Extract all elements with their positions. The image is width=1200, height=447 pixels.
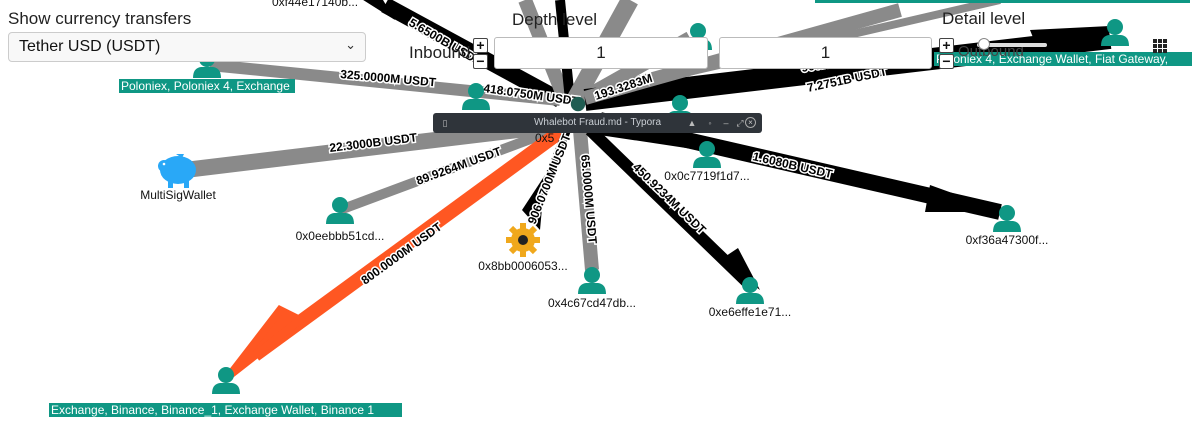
node-label: 0x0eebbb51cd... [296,229,385,243]
slider-handle[interactable] [978,38,990,50]
piggy-bank-icon[interactable] [158,154,196,188]
detail-label: Detail level [942,9,1026,28]
node-center[interactable] [570,96,586,112]
inbound-label: Inbound [409,43,471,62]
pin-icon[interactable]: ◦ [708,118,712,128]
grid-icon[interactable] [1153,39,1167,53]
edge-poloniex2[interactable] [583,27,1112,111]
inbound-decrement-button[interactable]: − [473,54,488,69]
edge-label: 1.6080B USDT [751,149,834,181]
currency-label: Show currency transfers [8,9,192,28]
node-label: 0x0c7719f1d7... [664,169,749,183]
edge-arrow-poloniex2 [1030,26,1110,55]
outbound-label: Outbound [958,43,1024,60]
up-icon[interactable]: ▲ [687,118,697,128]
node-label: 0x5 [535,131,555,145]
node-label: 0x8bb0006053... [478,259,567,273]
detail-level-slider[interactable] [977,38,1047,50]
currency-select[interactable]: Tether USD (USDT) ⌄ [8,32,366,62]
typora-titlebar[interactable]: ▯ Whalebot Fraud.md - Typora ▲ ◦ – ⤢ × [433,113,762,133]
outbound-depth-input[interactable]: 1 [719,37,932,69]
edge-arrow-nf44 [363,0,395,20]
edge-n4c6[interactable] [573,129,599,271]
close-icon[interactable]: × [745,117,756,128]
tag-label-binance: Exchange, Binance, Binance_1, Exchange W… [51,403,374,417]
inbound-depth-input[interactable]: 1 [494,37,708,69]
node-label: MultiSigWallet [140,188,216,202]
edge-arrow-binance [226,304,308,379]
tag-label-poloniex2: Poloniex 4, Exchange Wallet, Fiat Gatewa… [936,52,1168,66]
app-icon: ▯ [442,118,448,128]
chevron-down-icon: ⌄ [345,37,356,52]
node-label: 0xe6effe1e71... [709,305,792,319]
currency-select-value: Tether USD (USDT) [19,38,161,55]
inbound-increment-button[interactable]: + [473,38,488,53]
depth-label: Depth level [512,10,598,29]
node-label: 0xf36a47300f... [966,233,1049,247]
edge-nf44[interactable] [381,0,564,108]
maximize-icon[interactable]: ⤢ [736,118,744,128]
node-n4c6[interactable] [578,267,606,294]
gear-icon[interactable] [506,223,540,257]
window-title: Whalebot Fraud.md - Typora [533,117,662,128]
outbound-decrement-button[interactable]: − [939,54,954,69]
edge-n0eeb[interactable] [338,123,562,215]
edge-arrow-nf36 [925,185,1005,212]
edge-arrow-n8bb [522,175,545,230]
outbound-increment-button[interactable]: + [939,38,954,53]
minimize-icon[interactable]: – [723,118,729,128]
tag-label-poloniex: Poloniex, Poloniex 4, Exchange [121,79,290,93]
edge-poloniex[interactable] [209,59,561,106]
edge-binance[interactable] [250,126,565,361]
node-label: 0xf44e17140b... [272,0,358,9]
node-label: 0x4c67cd47db... [548,296,636,310]
